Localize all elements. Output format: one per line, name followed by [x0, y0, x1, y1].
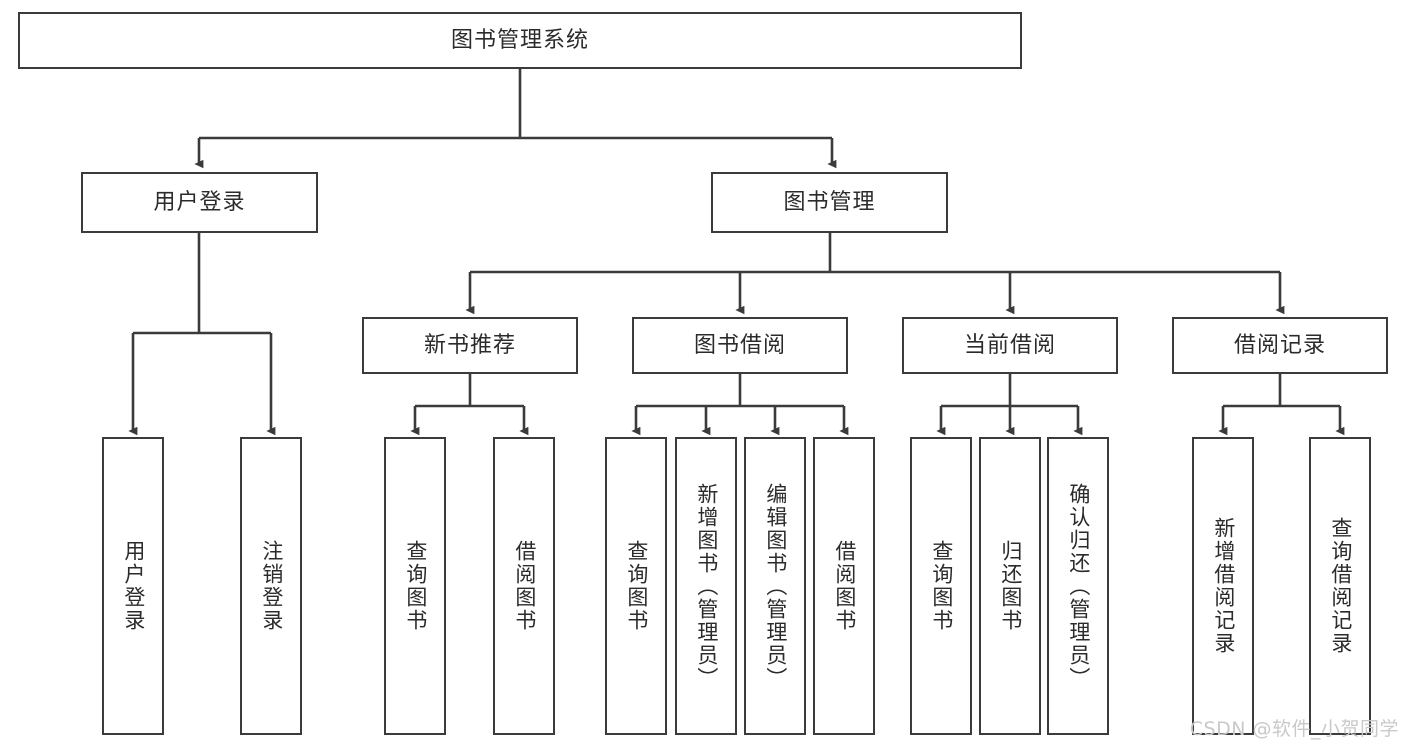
node-label: 当前借阅	[963, 332, 1056, 358]
leaf-current-borrow-return-book[interactable]: 归还图书	[979, 437, 1041, 735]
node-borrow-record[interactable]: 借阅记录	[1172, 317, 1388, 374]
leaf-book-borrow-edit-book-admin[interactable]: 编辑图书（管理员）	[744, 437, 806, 735]
leaf-new-book-query-book[interactable]: 查询图书	[384, 437, 446, 735]
node-label: 新增借阅记录	[1211, 517, 1236, 655]
leaf-book-borrow-borrow-book[interactable]: 借阅图书	[813, 437, 875, 735]
node-label: 图书管理	[783, 189, 876, 215]
leaf-book-borrow-query-book[interactable]: 查询图书	[605, 437, 667, 735]
watermark-text: CSDN @软件_小贺同学	[1189, 718, 1399, 740]
node-label: 图书管理系统	[450, 27, 589, 53]
node-book-management[interactable]: 图书管理	[711, 172, 948, 233]
node-root-book-management-system[interactable]: 图书管理系统	[18, 12, 1022, 69]
node-label: 图书借阅	[693, 332, 786, 358]
node-label: 查询图书	[929, 540, 954, 632]
leaf-borrow-record-add-record[interactable]: 新增借阅记录	[1192, 437, 1254, 735]
node-book-borrow[interactable]: 图书借阅	[632, 317, 848, 374]
node-label: 确认归还（管理员）	[1066, 482, 1091, 690]
node-label: 编辑图书（管理员）	[763, 482, 788, 690]
node-label: 注销登录	[259, 540, 284, 632]
leaf-new-book-borrow-book[interactable]: 借阅图书	[493, 437, 555, 735]
node-user-login[interactable]: 用户登录	[81, 172, 318, 233]
node-label: 借阅记录	[1233, 332, 1326, 358]
leaf-user-login-logout[interactable]: 注销登录	[240, 437, 302, 735]
node-label: 归还图书	[998, 540, 1023, 632]
node-label: 借阅图书	[512, 540, 537, 632]
leaf-current-borrow-confirm-return-admin[interactable]: 确认归还（管理员）	[1047, 437, 1109, 735]
node-current-borrow[interactable]: 当前借阅	[902, 317, 1118, 374]
node-label: 用户登录	[153, 189, 246, 215]
node-label: 查询借阅记录	[1328, 517, 1353, 655]
node-label: 用户登录	[121, 540, 146, 632]
node-label: 借阅图书	[832, 540, 857, 632]
node-label: 新书推荐	[423, 332, 516, 358]
node-label: 新增图书（管理员）	[694, 482, 719, 690]
leaf-book-borrow-add-book-admin[interactable]: 新增图书（管理员）	[675, 437, 737, 735]
node-new-book-recommend[interactable]: 新书推荐	[362, 317, 578, 374]
leaf-user-login-login[interactable]: 用户登录	[102, 437, 164, 735]
leaf-borrow-record-query-record[interactable]: 查询借阅记录	[1309, 437, 1371, 735]
node-label: 查询图书	[624, 540, 649, 632]
leaf-current-borrow-query-book[interactable]: 查询图书	[910, 437, 972, 735]
node-label: 查询图书	[403, 540, 428, 632]
